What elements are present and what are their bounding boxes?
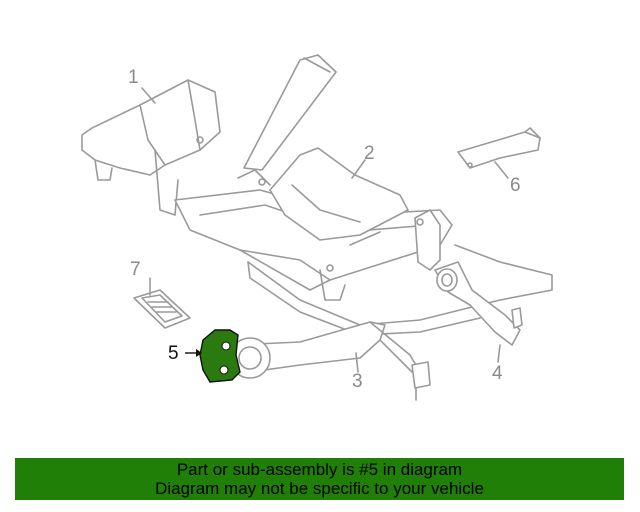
parts-diagram bbox=[81, 54, 553, 401]
callout-3: 3 bbox=[352, 371, 363, 392]
callout-1: 1 bbox=[128, 67, 139, 88]
pad-part-7 bbox=[133, 289, 191, 329]
callout-2: 2 bbox=[364, 143, 375, 164]
callout-5: 5 bbox=[168, 343, 179, 364]
callout-6: 6 bbox=[510, 175, 521, 196]
bracket-part-5-highlighted bbox=[185, 329, 241, 383]
callout-4: 4 bbox=[492, 363, 503, 384]
banner-line-1: Part or sub-assembly is #5 in diagram bbox=[176, 460, 463, 479]
control-arm-part-3 bbox=[229, 321, 431, 401]
bracket-part-6 bbox=[457, 127, 541, 169]
banner-line-2: Diagram may not be specific to your vehi… bbox=[155, 479, 484, 498]
callout-7: 7 bbox=[130, 259, 141, 280]
shield-part-2 bbox=[269, 147, 409, 241]
info-banner: Part or sub-assembly is #5 in diagram Di… bbox=[15, 458, 624, 500]
tension-strut-part-4 bbox=[434, 261, 523, 346]
underbody-plate bbox=[247, 244, 553, 336]
